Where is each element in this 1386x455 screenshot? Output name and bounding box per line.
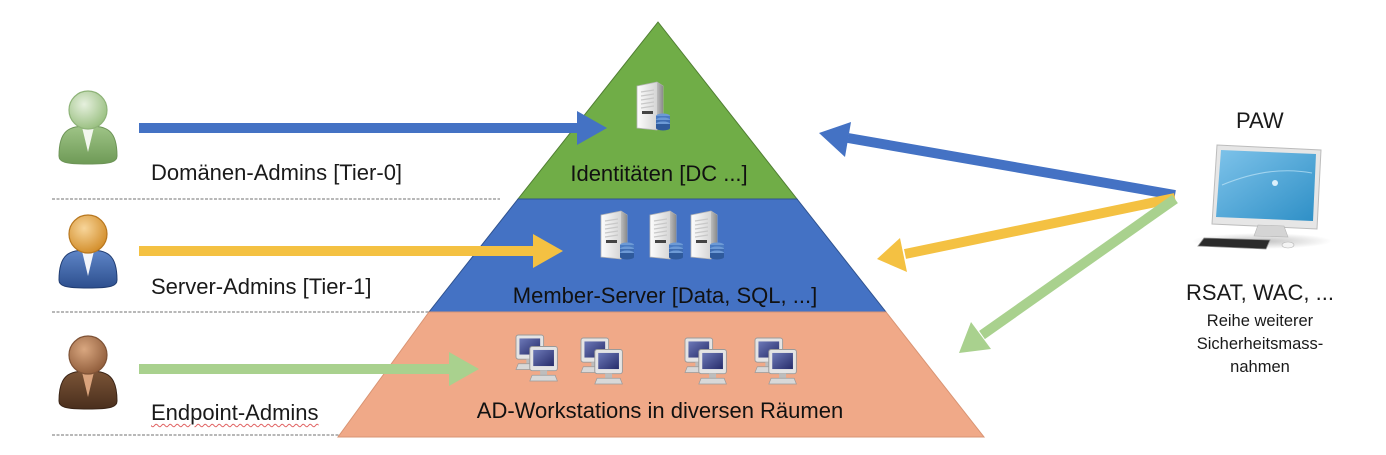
paw-title: PAW <box>1236 108 1284 133</box>
pyramid-tier2-workstations <box>337 311 986 438</box>
desktop-computer-icon <box>1192 144 1332 250</box>
arrow-endpoint-admins-to-workstations <box>139 352 479 386</box>
avatar-endpoint-admins <box>58 335 118 410</box>
admin-label-domain-admins: Domänen-Admins [Tier-0] <box>151 160 403 185</box>
tier-label-workstations: AD-Workstations in diversen Räumen <box>476 398 844 423</box>
paw-tools: RSAT, WAC, ... <box>1186 280 1334 305</box>
avatar-server-admins <box>58 214 118 289</box>
paw-note: Reihe weiterer Sicherheitsmass- nahmen <box>1170 310 1350 379</box>
arrow-paw-to-tier1 <box>877 193 1177 272</box>
arrow-server-admins-to-member-servers <box>139 234 563 268</box>
admin-label-endpoint-admins: Endpoint-Admins <box>151 400 319 426</box>
avatar-domain-admins <box>58 90 118 165</box>
arrow-domain-admins-to-identities <box>139 111 607 145</box>
tier-label-member-servers: Member-Server [Data, SQL, ...] <box>512 283 818 308</box>
member-server-icons <box>600 210 725 261</box>
admin-label-endpoint-admins-text: Endpoint-Admins <box>151 400 319 425</box>
tier-label-identities: Identitäten [DC ...] <box>570 161 748 186</box>
paw-note-line: Reihe weiterer <box>1206 312 1314 330</box>
arrow-paw-to-tier2 <box>959 194 1178 353</box>
arrow-paw-to-tier0 <box>819 122 1176 200</box>
admin-label-server-admins: Server-Admins [Tier-1] <box>151 274 372 299</box>
paw-note-line: nahmen <box>1230 358 1290 376</box>
paw-note-line: Sicherheitsmass- <box>1196 335 1324 353</box>
